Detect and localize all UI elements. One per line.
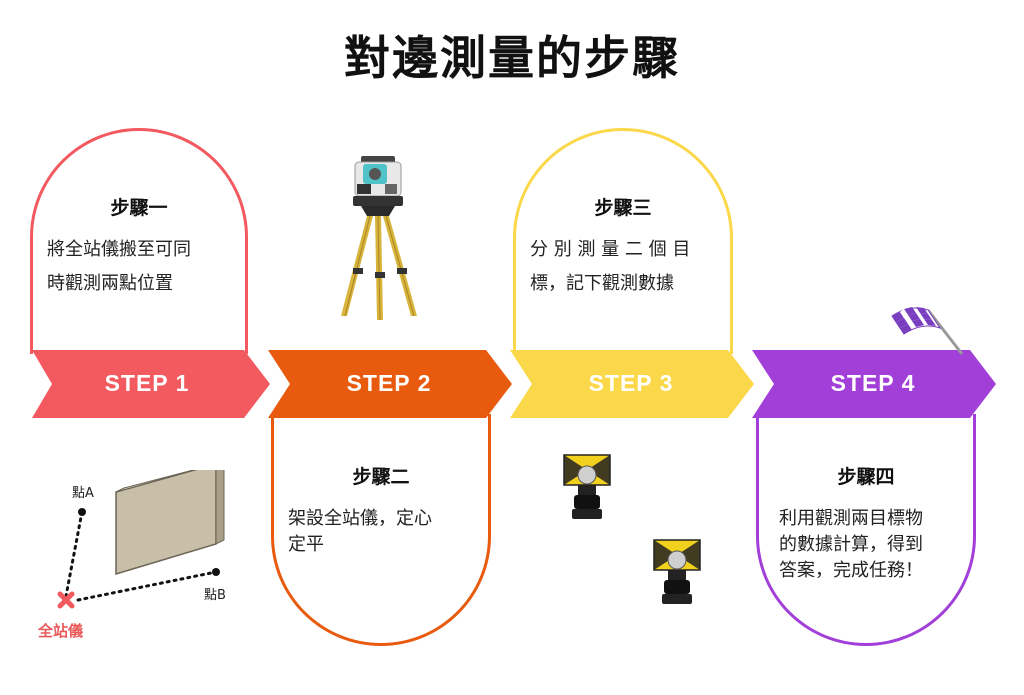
step2-heading: 步驟二 <box>352 466 410 488</box>
step3-arrow <box>510 350 754 418</box>
step1-text: 將全站儀搬至可同 時觀測兩點位置 <box>47 233 235 301</box>
step2-card: 步驟二 架設全站儀，定心 定平 <box>271 414 491 646</box>
total-station-tripod-icon <box>341 156 417 321</box>
step3-text: 分 別 測 量 二 個 目 標，記下觀測數據 <box>530 233 720 301</box>
step2-text-line: 架設全站儀，定心 <box>288 508 432 529</box>
step4-heading: 步驟四 <box>837 466 895 488</box>
point-a-marker <box>78 508 86 516</box>
step1-label: STEP 1 <box>104 370 190 396</box>
station-marker-icon <box>57 591 75 609</box>
step2-label: STEP 2 <box>346 370 432 396</box>
step4-text-line: 答案，完成任務！ <box>779 560 923 581</box>
measurement-diagram <box>57 470 225 609</box>
step3-text-line: 分 別 測 量 二 個 目 <box>530 239 691 260</box>
step1-card: 步驟一 將全站儀搬至可同 時觀測兩點位置 <box>30 128 248 354</box>
step4-text-line: 利用觀測兩目標物 <box>779 508 923 529</box>
step4-text: 利用觀測兩目標物 的數據計算，得到 答案，完成任務！ <box>779 506 963 584</box>
wall-icon <box>115 470 217 576</box>
step2-text-line: 定平 <box>288 534 324 555</box>
step4-arrow <box>752 350 996 418</box>
step3-card: 步驟三 分 別 測 量 二 個 目 標，記下觀測數據 <box>513 128 733 354</box>
step4-text-line: 的數據計算，得到 <box>779 534 923 555</box>
step3-label: STEP 3 <box>588 370 674 396</box>
step3-heading: 步驟三 <box>594 197 652 219</box>
step1-arrow <box>32 350 270 418</box>
prism-target-icon <box>653 539 701 604</box>
prism-target-icon <box>563 454 611 519</box>
step1-text-line: 將全站儀搬至可同 <box>47 239 191 260</box>
point-b-label: 點B <box>204 588 226 603</box>
step4-label: STEP 4 <box>830 370 916 396</box>
point-a-label: 點A <box>72 486 94 501</box>
step2-arrow <box>268 350 512 418</box>
step4-card: 步驟四 利用觀測兩目標物 的數據計算，得到 答案，完成任務！ <box>756 414 976 646</box>
point-b-marker <box>212 568 220 576</box>
step1-text-line: 時觀測兩點位置 <box>47 273 173 294</box>
step3-text-line: 標，記下觀測數據 <box>530 273 674 294</box>
page-title: 對邊測量的步驟 <box>344 31 680 85</box>
station-label: 全站儀 <box>38 622 84 640</box>
step1-heading: 步驟一 <box>110 197 168 219</box>
step2-text: 架設全站儀，定心 定平 <box>288 506 478 558</box>
checkered-flag-icon <box>891 307 964 355</box>
